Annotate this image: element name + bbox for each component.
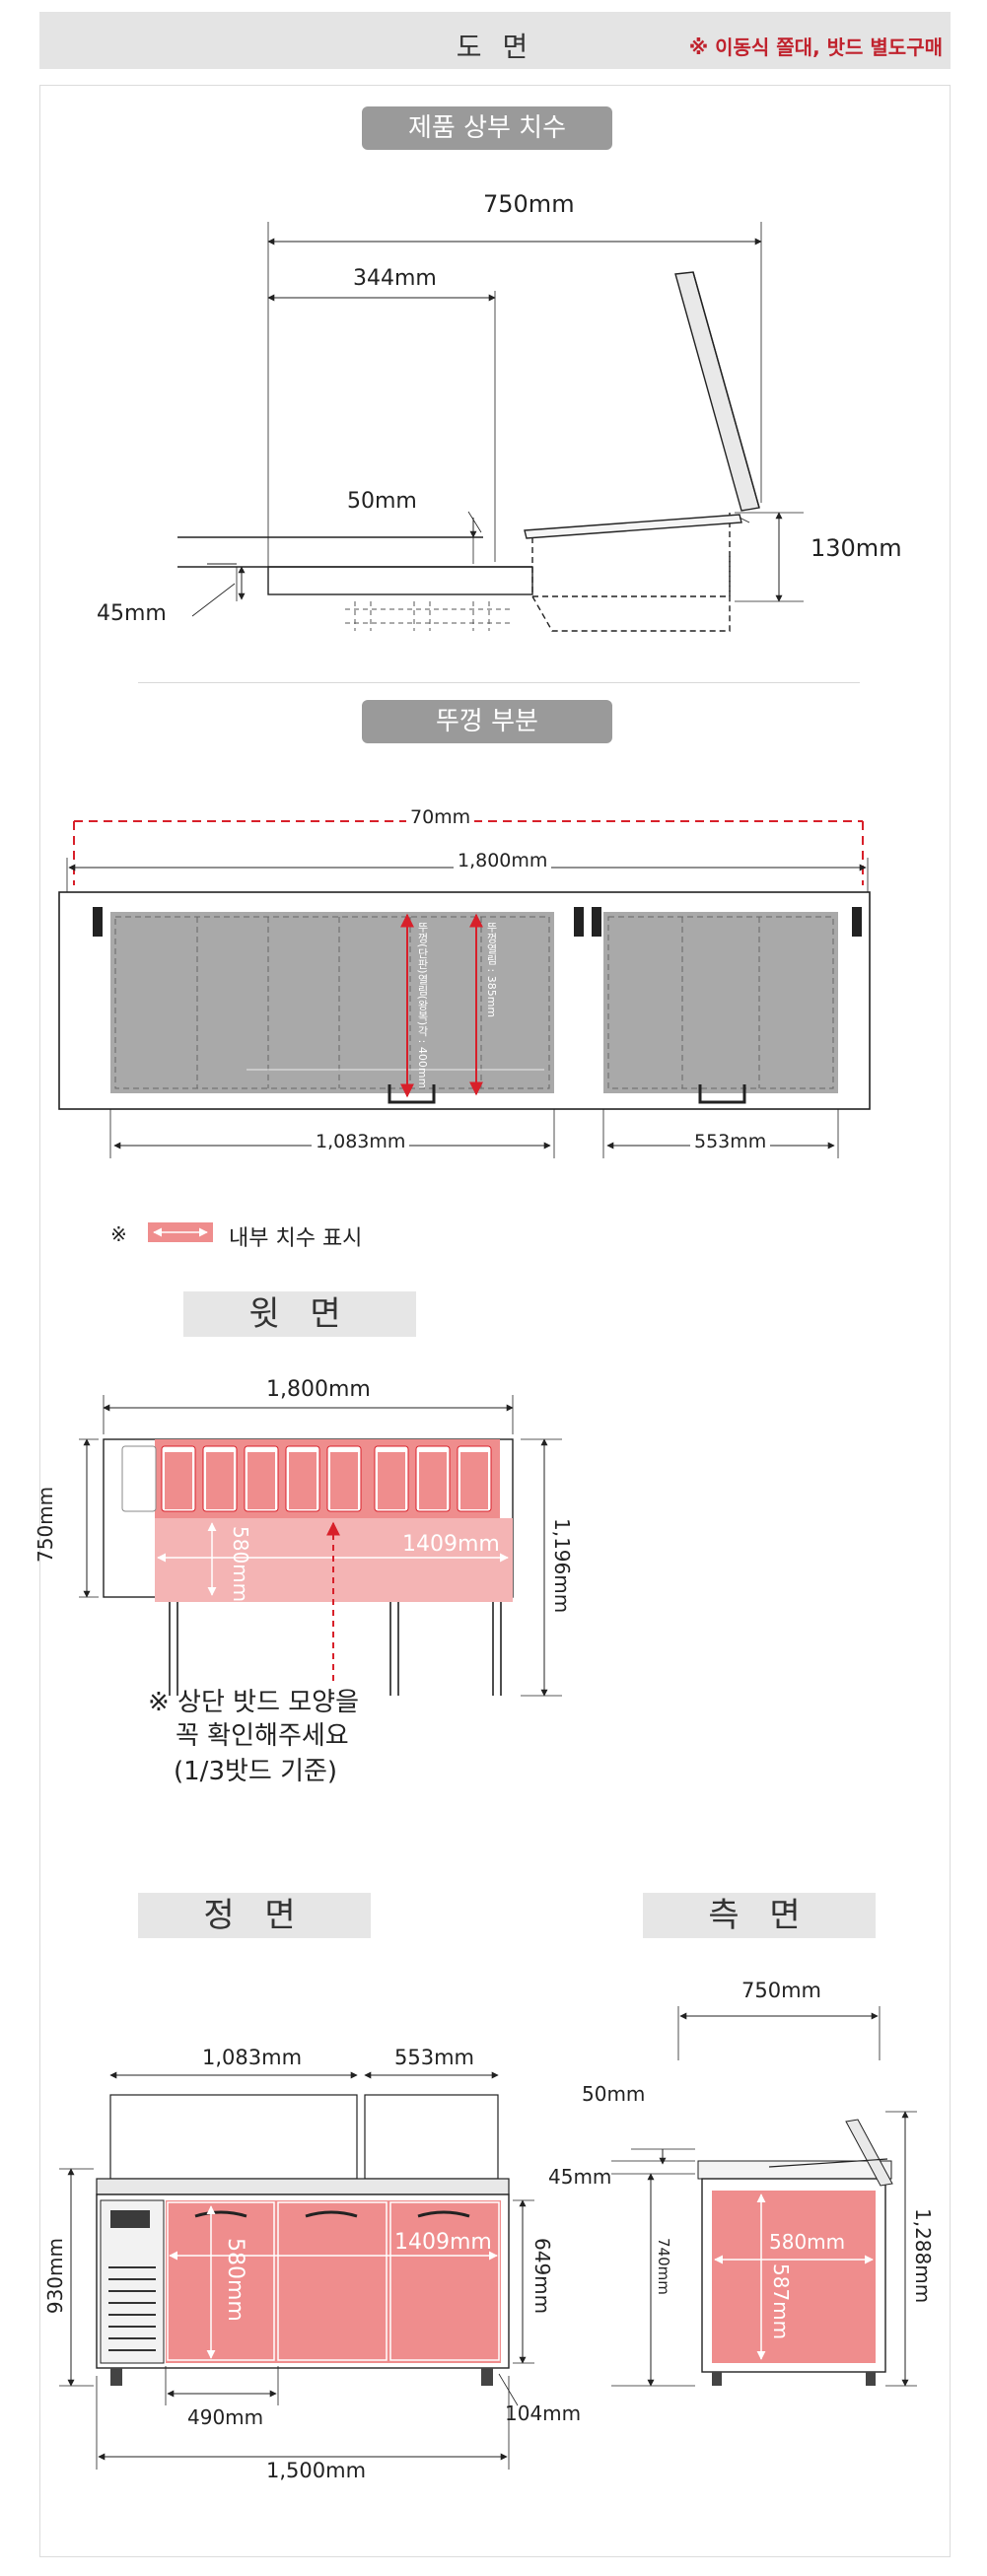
top-dim-1409-label: 1409mm xyxy=(402,1532,500,1557)
dim-553-label: 553mm xyxy=(690,1131,771,1152)
dim-1083-label: 1,083mm xyxy=(312,1131,410,1152)
top-dim-1196-label: 1,196mm xyxy=(550,1518,574,1614)
section-title-top-view: 윗 면 xyxy=(183,1291,416,1337)
dim-750-label: 750mm xyxy=(483,190,575,218)
top-note-line1: ※ 상단 밧드 모양을 xyxy=(148,1688,360,1717)
front-view-drawing xyxy=(59,2071,534,2470)
top-dim-750-label: 750mm xyxy=(34,1486,57,1563)
side-dim-580-label: 580mm xyxy=(769,2230,846,2254)
dim-130-label: 130mm xyxy=(811,534,902,562)
top-dim-1800-label: 1,800mm xyxy=(266,1377,371,1402)
side-dim-740-label: 740mm xyxy=(655,2238,672,2295)
dim-1800-label: 1,800mm xyxy=(454,850,552,871)
front-dim-930-label: 930mm xyxy=(43,2238,67,2315)
dim-45-label: 45mm xyxy=(97,601,167,626)
side-view-drawing xyxy=(611,2006,917,2387)
side-dim-1288-label: 1,288mm xyxy=(911,2208,935,2304)
front-dim-1083-label: 1,083mm xyxy=(202,2046,303,2069)
front-dim-104-label: 104mm xyxy=(505,2402,582,2425)
top-profile-drawing xyxy=(177,222,804,632)
side-dim-45-label: 45mm xyxy=(548,2165,612,2189)
dim-70-label: 70mm xyxy=(406,806,475,828)
side-dim-587-label: 587mm xyxy=(769,2263,793,2340)
legend-swatch xyxy=(148,1222,213,1242)
header-title: 도 면 xyxy=(456,31,534,63)
legend-symbol: ※ xyxy=(110,1222,127,1246)
top-dim-580-label: 580mm xyxy=(229,1526,252,1603)
section-title-front-view: 정 면 xyxy=(138,1893,371,1938)
side-dim-750-label: 750mm xyxy=(741,1979,821,2002)
front-dim-553-label: 553mm xyxy=(394,2046,474,2069)
side-dim-50-label: 50mm xyxy=(582,2082,646,2106)
lid-open-height-label: 뚜껑(단판)열림(왕복)각 : 400mm xyxy=(416,922,429,1089)
dim-344-label: 344mm xyxy=(353,266,437,291)
top-note-line3: (1/3밧드 기준) xyxy=(174,1757,338,1786)
divider xyxy=(138,682,860,683)
header-bar: 도 면 ※ 이동식 쫄대, 밧드 별도구매 xyxy=(39,12,951,69)
top-note-line2: 꼭 확인해주세요 xyxy=(176,1721,349,1751)
lid-drawing xyxy=(58,820,871,1158)
section-title-lid: 뚜껑 부분 xyxy=(362,700,612,743)
front-dim-1500-label: 1,500mm xyxy=(266,2459,367,2482)
front-dim-1409-label: 1409mm xyxy=(394,2230,492,2255)
section-title-top-dimensions: 제품 상부 치수 xyxy=(362,106,612,150)
front-dim-490-label: 490mm xyxy=(187,2405,264,2429)
front-dim-580-label: 580mm xyxy=(223,2238,247,2322)
lid-open-label: 뚜껑열림 : 385mm xyxy=(485,922,498,1018)
header-note: ※ 이동식 쫄대, 밧드 별도구매 xyxy=(688,35,943,59)
top-view-drawing xyxy=(79,1395,562,1697)
section-title-side-view: 측 면 xyxy=(643,1893,876,1938)
dim-50-label: 50mm xyxy=(347,489,417,514)
front-dim-649-label: 649mm xyxy=(530,2238,554,2315)
drawing-frame xyxy=(39,85,951,2557)
legend-text: 내부 치수 표시 xyxy=(229,1226,363,1251)
